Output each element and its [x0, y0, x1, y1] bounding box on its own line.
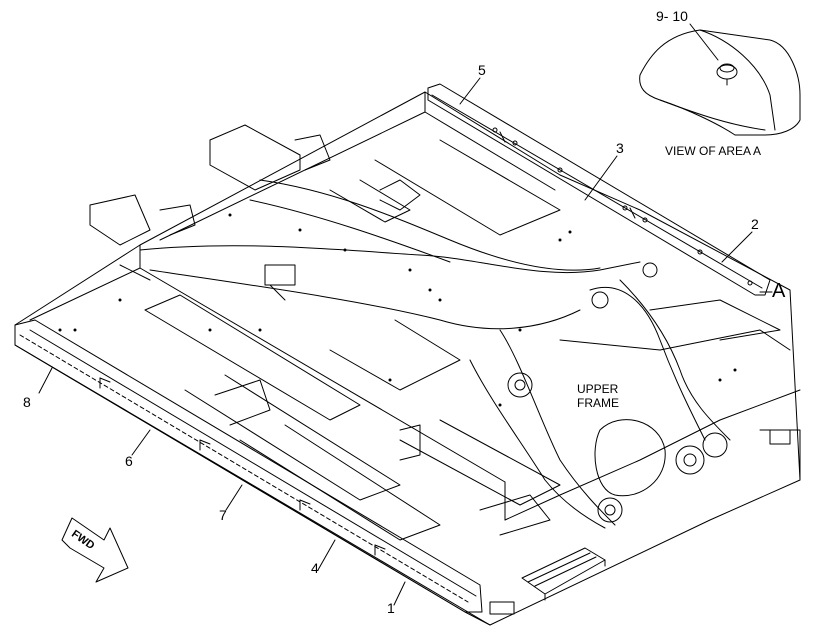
fastener-holes: [58, 213, 737, 407]
view-of-area-a-inset: [640, 30, 800, 135]
upper-frame-label-line2: FRAME: [577, 396, 619, 410]
callout-4: 4: [311, 560, 319, 576]
step: [522, 548, 605, 600]
callout-9-10: 9- 10: [656, 8, 688, 24]
area-a-marker: A: [772, 280, 786, 302]
boom-mount-bracket: [470, 263, 730, 528]
main-frame: [15, 92, 800, 625]
callout-2: 2: [751, 216, 759, 232]
callout-3: 3: [616, 140, 624, 156]
view-of-area-a-label: VIEW OF AREA A: [665, 144, 762, 158]
callout-6: 6: [125, 453, 133, 469]
fwd-arrow: [62, 518, 128, 582]
callout-7: 7: [219, 507, 227, 523]
callout-5: 5: [478, 62, 486, 78]
callout-1: 1: [387, 600, 395, 616]
right-side-rail: [428, 84, 770, 295]
upper-frame-label-line1: UPPER: [577, 382, 619, 396]
callout-8: 8: [23, 394, 31, 410]
cross-members: [90, 125, 800, 540]
leader-lines: [39, 24, 772, 605]
left-side-rail: [15, 320, 514, 614]
